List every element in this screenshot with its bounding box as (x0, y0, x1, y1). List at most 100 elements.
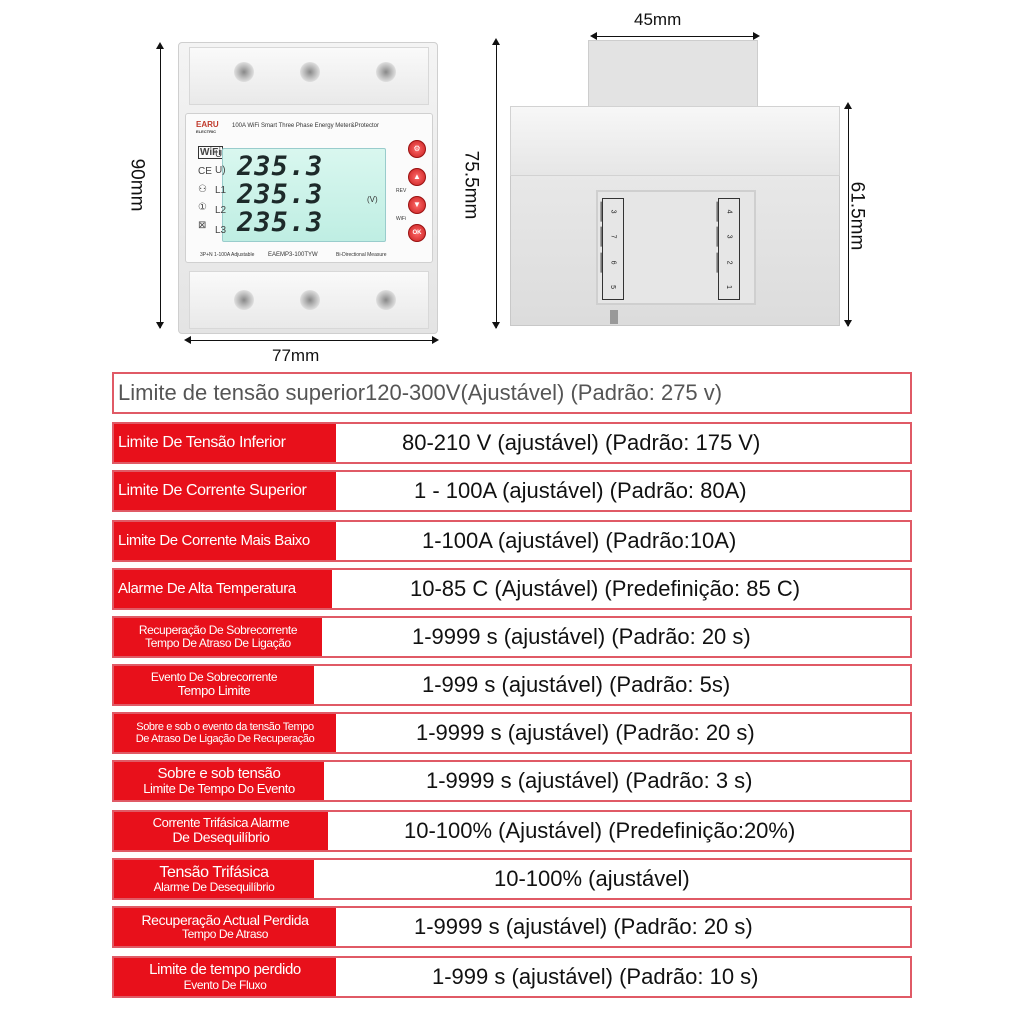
spec-label-line: Tempo De Atraso De Ligação (145, 636, 291, 650)
arrow-up-icon (844, 102, 852, 109)
spec-value: 80-210 V (ajustável) (Padrão: 175 V) (402, 430, 761, 455)
lcd-value-1: 235.3 (237, 151, 324, 182)
spec-label-line: Alarme De Desequilíbrio (153, 880, 275, 895)
spec-value: 1-9999 s (ajustável) (Padrão: 20 s) (412, 624, 751, 649)
footer-left: 3P+N 1-100A Adjustable (200, 252, 255, 258)
spec-label: Alarme De Alta Temperatura (114, 570, 332, 608)
screw-icon (234, 62, 254, 82)
meter-top-cover (189, 47, 429, 105)
spec-label: Limite De Corrente Superior (114, 472, 336, 510)
dim-line-75-5 (496, 40, 497, 328)
spec-row: Limite De Tensão Inferior 80-210 V (ajust… (112, 422, 912, 464)
power-icon: ① (198, 202, 207, 213)
ok-button[interactable]: OK (408, 224, 426, 242)
dim-label-77mm: 77mm (272, 346, 320, 365)
dim-line-61-5 (848, 104, 849, 326)
spec-value: 1-999 s (ajustável) (Padrão: 5s) (422, 672, 731, 697)
spec-label-line: Tensão Trifásica (159, 863, 269, 881)
screw-icon (376, 62, 396, 82)
lcd-display: U U) L1 L2 L3 235.3 235.3 235.3 (V) (215, 148, 386, 242)
ce-icon: CE (198, 166, 212, 177)
up-button[interactable]: ▲ (408, 168, 426, 186)
settings-button[interactable]: ⚙ (408, 140, 426, 158)
screw-icon (300, 290, 320, 310)
lcd-row-label: L1 (215, 185, 227, 196)
arrow-left-icon (184, 336, 191, 344)
spec-value: 10-100% (ajustável) (494, 866, 690, 891)
rev-label: REV (396, 188, 407, 194)
spec-value: 10-85 C (Ajustável) (Predefinição: 85 C) (410, 576, 801, 601)
lcd-value-3: 235.3 (237, 207, 324, 238)
screw-icon (376, 290, 396, 310)
meter-side-view: 3 7 6 5 4 3 2 1 (510, 40, 840, 330)
side-bevel (510, 106, 840, 176)
spec-label-line: Recuperação Actual Perdida (141, 911, 309, 928)
dim-line-90 (160, 44, 161, 328)
spec-value: 10-100% (Ajustável) (Predefinição:20%) (404, 818, 796, 843)
spec-label-line: Evento De Sobrecorrente (150, 670, 278, 685)
spec-label-line: Limite De Corrente Mais Baixo (118, 531, 310, 549)
spec-value: 1 - 100A (ajustável) (Padrão: 80A) (414, 478, 747, 503)
spec-value: 1-9999 s (ajustável) (Padrão: 3 s) (426, 768, 753, 793)
spec-value: 1-999 s (ajustável) (Padrão: 10 s) (432, 964, 759, 989)
terminal-column-left: 3 7 6 5 (600, 198, 626, 300)
lcd-row-label: U) (215, 165, 226, 176)
dim-line-77 (186, 340, 436, 341)
din-rail-tab (588, 40, 758, 110)
spec-label-line: Sobre e sob o evento da tensão Tempo (136, 720, 314, 733)
spec-label-line: De Desequilíbrio (172, 829, 270, 846)
lcd-row-label: L3 (215, 225, 227, 236)
dim-label-75-5mm: 75.5mm (460, 150, 482, 220)
weee-icon: ⊠ (198, 220, 207, 231)
wifi-label: WiFi (396, 216, 406, 222)
screw-icon (300, 62, 320, 82)
dim-label-61-5mm: 61.5mm (846, 181, 868, 251)
spec-label-line: Limite de tempo perdido (149, 961, 301, 979)
spec-label: Limite De Tensão Inferior (114, 424, 336, 462)
terminal-column-right: 4 3 2 1 (716, 198, 742, 300)
dim-line-45 (592, 36, 758, 37)
spec-label-line: Limite De Tempo Do Evento (143, 781, 295, 797)
footer-right: Bi-Directional Measure (336, 252, 387, 258)
arrow-right-icon (432, 336, 439, 344)
spec-row: Limite De Corrente Mais Baixo 1-100A (aju… (112, 520, 912, 562)
dim-label-45mm: 45mm (634, 10, 682, 29)
spec-label-line: Tempo De Atraso (181, 927, 269, 942)
network-icon: ⚇ (198, 184, 207, 195)
arrow-down-icon (492, 322, 500, 329)
clip-tab (610, 310, 618, 324)
spec-label-line: Tempo Limite (177, 683, 251, 699)
spec-label-line: Evento De Fluxo (183, 977, 267, 992)
terminal-window (596, 190, 756, 305)
spec-value: 1-9999 s (ajustável) (Padrão: 20 s) (416, 720, 755, 745)
down-button[interactable]: ▼ (408, 196, 426, 214)
arrow-up-icon (156, 42, 164, 49)
lcd-row-label: U (215, 149, 223, 160)
dim-label-90mm: 90mm (126, 158, 148, 212)
spec-label-line: Recuperação De Sobrecorrente (138, 622, 298, 637)
spec-label-line: Limite De Corrente Superior (118, 482, 307, 500)
spec-label-line: Corrente Trifásica Alarme (152, 815, 290, 831)
spec-label-line: De Atraso De Ligação De Recuperação (135, 733, 315, 745)
spec-label-line: Sobre e sob tensão (157, 764, 281, 782)
meter-bottom-cover (189, 271, 429, 329)
arrow-down-icon (844, 320, 852, 327)
spec-value: 1-100A (ajustável) (Padrão:10A) (422, 528, 737, 553)
screw-icon (234, 290, 254, 310)
